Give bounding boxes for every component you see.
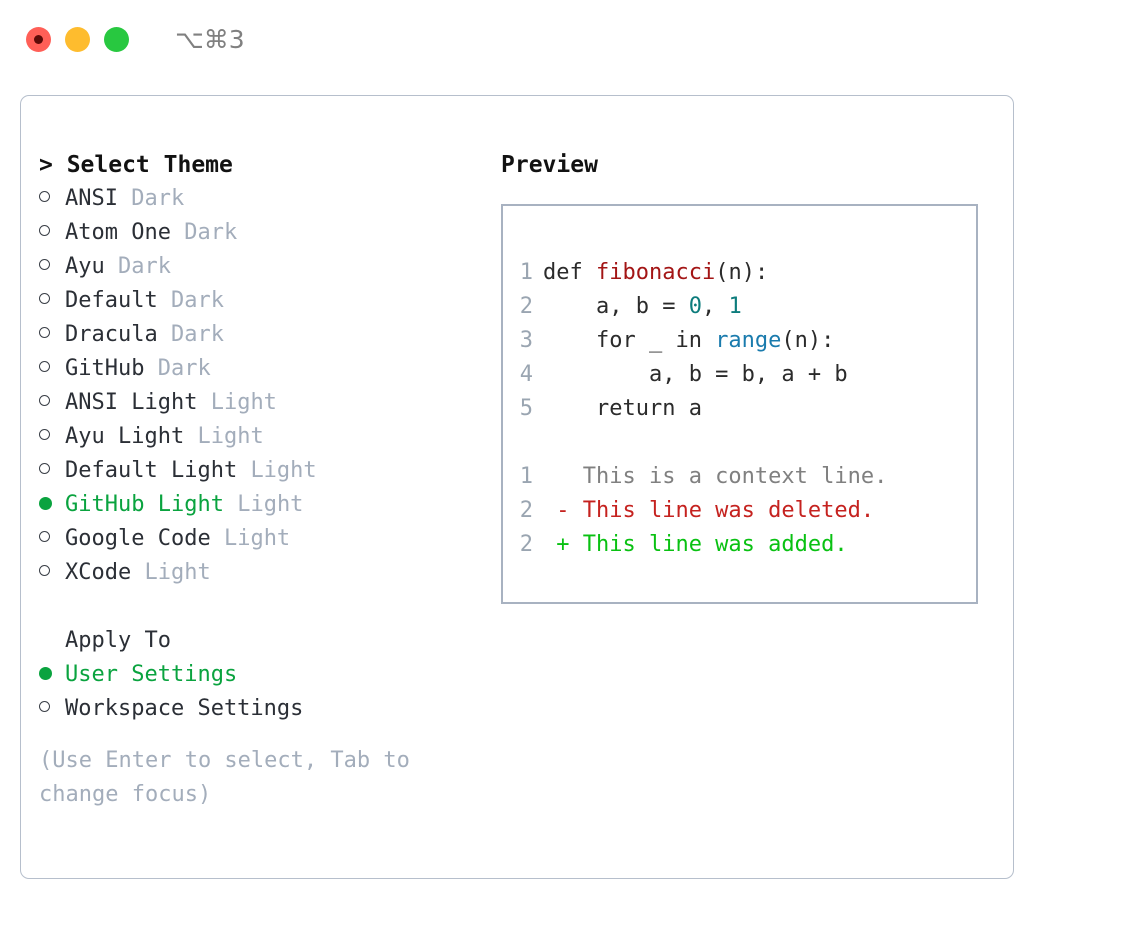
line-number: 3	[519, 328, 533, 353]
theme-option-label: Ayu	[65, 254, 105, 279]
theme-option-label: Google Code	[65, 526, 211, 551]
line-number: 1	[519, 260, 533, 285]
apply-to-option-label: User Settings	[65, 662, 238, 687]
theme-option-github-dark[interactable]: GitHub Dark	[39, 352, 479, 386]
line-number: 1	[519, 464, 533, 489]
list-spacer	[39, 590, 479, 624]
theme-option-default-light[interactable]: Default Light Light	[39, 454, 479, 488]
theme-option-list: ANSI Dark Atom One Dark Ayu Dark	[39, 182, 479, 590]
theme-option-kind: Light	[250, 458, 317, 483]
diff-content: + This line was added.	[543, 532, 848, 557]
title-bar: ⌥⌘3	[0, 0, 1140, 78]
preview-column: Preview 1 def fibonacci(n): 2 a, b = 0, …	[501, 148, 1001, 604]
code-line: 5 return a	[503, 392, 976, 426]
close-window-button[interactable]	[26, 26, 51, 52]
theme-option-label: GitHub	[65, 356, 145, 381]
code-content: return a	[543, 396, 702, 421]
maximize-window-button[interactable]	[104, 26, 129, 52]
preview-box: 1 def fibonacci(n): 2 a, b = 0, 1 3 for …	[501, 204, 978, 604]
code-sample: 1 def fibonacci(n): 2 a, b = 0, 1 3 for …	[503, 256, 976, 426]
diff-content: This is a context line.	[543, 464, 888, 489]
theme-option-github-light[interactable]: GitHub Light Light	[39, 488, 479, 522]
main-panel: > Select Theme ANSI Dark Atom One Dark	[20, 95, 1014, 879]
line-number: 2	[519, 294, 533, 319]
minimize-window-button[interactable]	[65, 26, 90, 52]
code-content: a, b = b, a + b	[543, 362, 848, 387]
theme-option-kind: Dark	[170, 288, 224, 313]
select-theme-heading: > Select Theme	[39, 152, 233, 178]
window-controls	[26, 26, 129, 52]
line-number: 2	[519, 532, 533, 557]
line-number: 4	[519, 362, 533, 387]
theme-option-xcode[interactable]: XCode Light	[39, 556, 479, 590]
code-line: 2 a, b = 0, 1	[503, 290, 976, 324]
theme-option-google-code[interactable]: Google Code Light	[39, 522, 479, 556]
code-line: 3 for _ in range(n):	[503, 324, 976, 358]
theme-option-kind: Light	[144, 560, 211, 585]
theme-option-atom-one-dark[interactable]: Atom One Dark	[39, 216, 479, 250]
theme-option-kind: Light	[223, 526, 291, 551]
theme-option-label: Dracula	[65, 322, 158, 347]
apply-to-option-workspace-settings[interactable]: Workspace Settings	[39, 692, 479, 726]
theme-option-kind: Dark	[131, 186, 185, 211]
theme-option-ansi-light[interactable]: ANSI Light Light	[39, 386, 479, 420]
theme-option-kind: Light	[197, 424, 264, 449]
theme-option-dracula-dark[interactable]: Dracula Dark	[39, 318, 479, 352]
code-line: 1 def fibonacci(n):	[503, 256, 976, 290]
code-line: 4 a, b = b, a + b	[503, 358, 976, 392]
code-content: for _ in range(n):	[543, 328, 835, 353]
theme-option-default-dark[interactable]: Default Dark	[39, 284, 479, 318]
diff-content: - This line was deleted.	[543, 498, 875, 523]
theme-picker-column: > Select Theme ANSI Dark Atom One Dark	[39, 148, 479, 812]
theme-option-kind: Dark	[170, 322, 224, 347]
keyboard-hint-text: (Use Enter to select, Tab to change focu…	[39, 748, 410, 807]
keyboard-shortcut-label: ⌥⌘3	[175, 24, 245, 54]
theme-option-kind: Light	[210, 390, 277, 415]
apply-to-option-user-settings[interactable]: User Settings	[39, 658, 479, 692]
theme-option-label: Default	[65, 288, 158, 313]
theme-option-kind: Light	[237, 492, 304, 517]
theme-option-kind: Dark	[184, 220, 238, 245]
theme-option-label: Default Light	[65, 458, 238, 483]
theme-option-label: XCode	[65, 560, 132, 585]
theme-option-kind: Dark	[157, 356, 211, 381]
line-number: 2	[519, 498, 533, 523]
theme-option-label: Ayu Light	[65, 424, 185, 449]
theme-option-kind: Dark	[118, 254, 171, 279]
apply-to-heading-row: Apply To	[39, 624, 479, 658]
apply-to-section: Apply To User Settings Workspace Setting…	[39, 624, 479, 726]
preview-heading: Preview	[501, 152, 598, 178]
apply-to-option-label: Workspace Settings	[65, 696, 304, 721]
theme-option-ayu-dark[interactable]: Ayu Dark	[39, 250, 479, 284]
code-content: a, b = 0, 1	[543, 294, 742, 319]
theme-option-ayu-light[interactable]: Ayu Light Light	[39, 420, 479, 454]
line-number: 5	[519, 396, 533, 421]
code-content: def fibonacci(n):	[543, 260, 769, 285]
diff-sample: 1 This is a context line. 2 - This line …	[503, 460, 976, 562]
theme-option-label: GitHub Light	[65, 492, 224, 517]
diff-line-context: 1 This is a context line.	[503, 460, 976, 494]
code-diff-separator	[503, 426, 976, 460]
theme-option-label: Atom One	[65, 220, 171, 245]
theme-option-label: ANSI	[65, 186, 118, 211]
theme-option-label: ANSI Light	[65, 390, 198, 415]
apply-to-heading: Apply To	[65, 628, 171, 653]
theme-option-ansi-dark[interactable]: ANSI Dark	[39, 182, 479, 216]
diff-line-added: 2 + This line was added.	[503, 528, 976, 562]
diff-line-deleted: 2 - This line was deleted.	[503, 494, 976, 528]
